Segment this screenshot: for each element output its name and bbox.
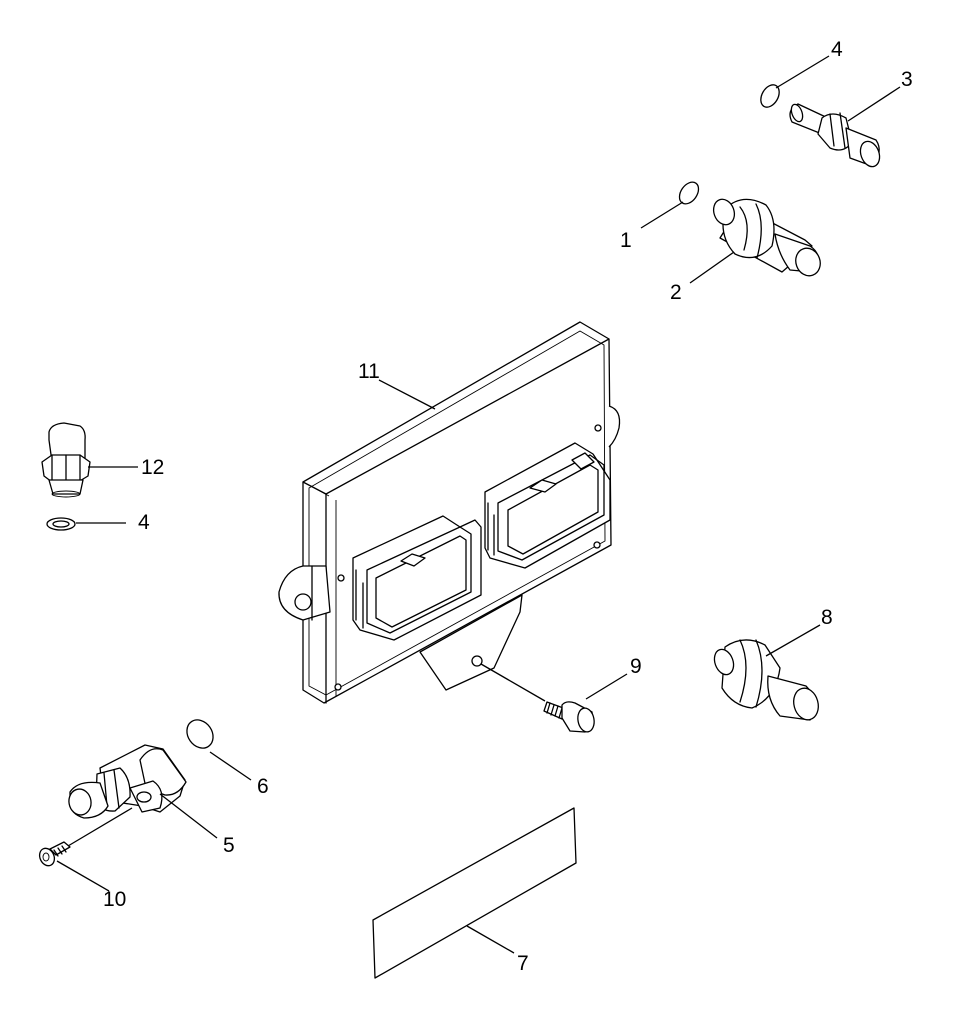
bolt-part-9[interactable] [543, 701, 596, 733]
control-module-part[interactable] [278, 321, 621, 704]
o-ring-part-6[interactable] [182, 715, 219, 753]
callout-6: 6 [257, 775, 269, 798]
callout-labels: 1 2 3 4 4 5 6 7 8 9 10 11 12 [103, 38, 913, 975]
callout-5: 5 [223, 834, 235, 857]
callout-7: 7 [517, 952, 529, 975]
washer-part-4-lower[interactable] [46, 517, 76, 531]
callout-8: 8 [821, 606, 833, 629]
callout-12: 12 [141, 456, 164, 479]
leader-6 [209, 751, 252, 781]
o-ring-part-4-upper[interactable] [757, 82, 783, 111]
label-part-7[interactable] [372, 807, 577, 979]
sensor-part-12[interactable] [41, 422, 91, 498]
callout-1: 1 [620, 229, 632, 252]
callout-9: 9 [630, 655, 642, 678]
callout-11: 11 [358, 360, 380, 383]
leader-9 [585, 673, 628, 700]
callout-2: 2 [670, 281, 682, 304]
o-ring-part-1[interactable] [676, 179, 703, 208]
leader-10-b [67, 807, 133, 847]
sensor-part-3[interactable] [789, 103, 883, 169]
callout-4-lower: 4 [138, 511, 150, 534]
sensor-part-2[interactable] [710, 196, 824, 279]
leader-lines [56, 55, 901, 954]
leader-3 [847, 86, 901, 122]
sensor-part-5[interactable] [67, 744, 187, 819]
leader-9-b [480, 663, 546, 702]
screw-part-10[interactable] [37, 841, 71, 868]
callout-4-upper: 4 [831, 38, 843, 61]
leader-2 [689, 251, 735, 284]
leader-4a [775, 55, 830, 89]
callout-3: 3 [901, 68, 913, 91]
leader-7 [466, 925, 515, 954]
leader-11 [378, 379, 436, 410]
callout-10: 10 [103, 888, 126, 911]
sensor-part-8[interactable] [711, 639, 822, 723]
leader-5 [159, 793, 218, 839]
leader-1 [640, 201, 684, 229]
leader-10 [56, 860, 110, 892]
leader-8 [765, 624, 821, 657]
